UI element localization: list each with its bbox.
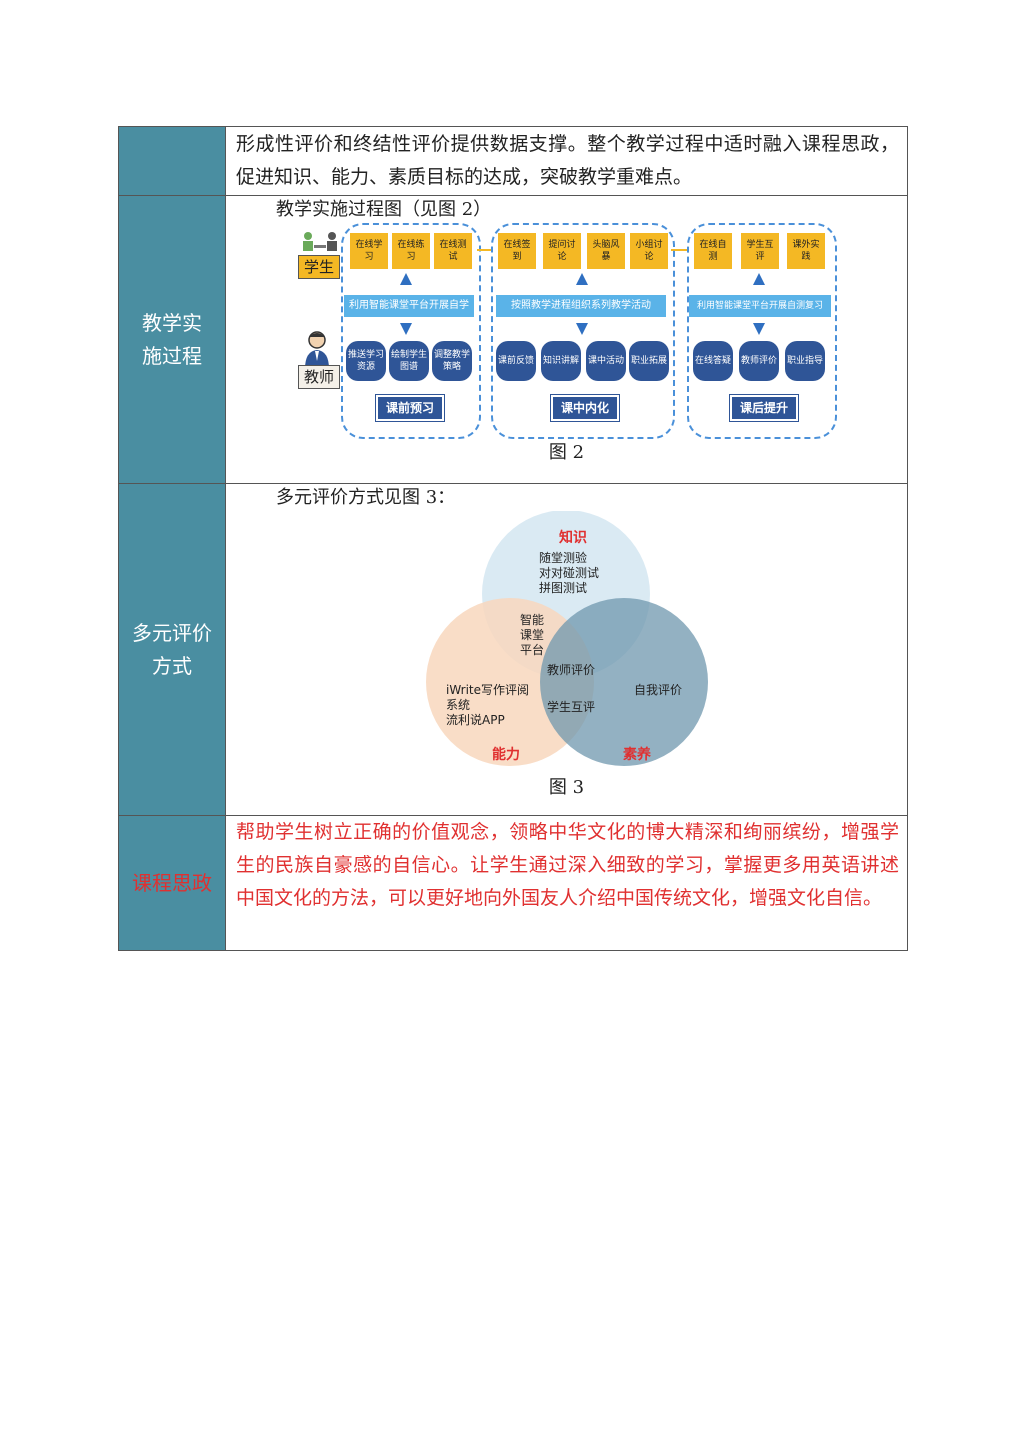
row-content: 多元评价方式见图 3： 知识 随堂测验 对对碰测试 拼图测试 智能 课堂 平台 … xyxy=(225,483,908,816)
connector-line xyxy=(477,249,491,251)
up-arrow-icon xyxy=(400,273,412,285)
knowledge-item: 拼图测试 xyxy=(539,580,587,595)
content-table: 形成性评价和终结性评价提供数据支撑。整个教学过程中适时融入课程思政，促进知识、能… xyxy=(118,126,908,951)
knowledge-item: 对对碰测试 xyxy=(539,565,599,580)
quality-circle xyxy=(540,598,708,766)
teacher-step: 调整教学策略 xyxy=(432,341,472,381)
connector-line xyxy=(671,249,687,251)
center-bottom: 学生互评 xyxy=(547,699,595,714)
row-content: 帮助学生树立正确的价值观念，领略中华文化的博大精深和绚丽缤纷，增强学生的民族自豪… xyxy=(225,815,908,951)
row-content: 教学实施过程图（见图 2） 学生 xyxy=(225,195,908,484)
venn-svg: 知识 随堂测验 对对碰测试 拼图测试 智能 课堂 平台 教师评价 自我评价 iW… xyxy=(426,510,708,766)
platform-bar: 利用智能课堂平台开展自测复习 xyxy=(689,295,831,317)
figure-intro: 多元评价方式见图 3： xyxy=(276,487,456,508)
student-step: 在线签到 xyxy=(498,233,536,269)
row-header: 教学实施过程 xyxy=(118,195,226,484)
stage-label: 课后提升 xyxy=(730,395,798,421)
paragraph-text: 帮助学生树立正确的价值观念，领略中华文化的博大精深和绚丽缤纷，增强学生的民族自豪… xyxy=(236,821,899,909)
center-top: 智能 xyxy=(520,612,544,627)
student-step: 课外实践 xyxy=(787,233,825,269)
student-step: 在线自测 xyxy=(694,233,732,269)
row-teaching-process: 教学实施过程 教学实施过程图（见图 2） 学生 xyxy=(118,195,908,484)
down-arrow-icon xyxy=(400,323,412,335)
student-step: 在线学习 xyxy=(350,233,388,269)
center-top: 课堂 xyxy=(520,628,544,642)
teacher-step: 推送学习资源 xyxy=(346,341,386,381)
up-arrow-icon xyxy=(753,273,765,285)
stage-label: 课中内化 xyxy=(551,395,619,421)
knowledge-item: 随堂测验 xyxy=(539,550,587,565)
student-step: 学生互评 xyxy=(741,233,779,269)
stage-group-2 xyxy=(491,223,675,439)
knowledge-title: 知识 xyxy=(559,529,587,546)
paragraph-text: 形成性评价和终结性评价提供数据支撑。整个教学过程中适时融入课程思政，促进知识、能… xyxy=(236,133,899,188)
student-step: 在线测试 xyxy=(434,233,472,269)
row-header-label: 多元评价方式 xyxy=(132,620,212,678)
figure-caption: 图 2 xyxy=(548,442,585,463)
figure-caption: 图 3 xyxy=(548,777,585,798)
row-header-label: 教学实施过程 xyxy=(142,310,202,368)
role-teacher: 教师 xyxy=(298,365,340,389)
stage-label: 课前预习 xyxy=(376,395,444,421)
student-step: 头脑风暴 xyxy=(587,233,625,269)
ability-item: iWrite写作评阅 xyxy=(446,683,529,697)
row-header: 课程思政 xyxy=(118,815,226,951)
center-top: 平台 xyxy=(520,642,544,657)
student-step: 在线练习 xyxy=(392,233,430,269)
quality-item: 自我评价 xyxy=(634,683,682,697)
role-student: 学生 xyxy=(298,255,340,279)
teacher-figure-icon xyxy=(302,331,332,371)
teacher-step: 职业拓展 xyxy=(629,341,669,381)
row-evaluation: 多元评价方式 多元评价方式见图 3： 知识 随堂测验 对对碰测试 拼图测试 智能… xyxy=(118,483,908,816)
stage-group-3 xyxy=(687,223,837,439)
teacher-step: 课中活动 xyxy=(586,341,626,381)
figure-intro: 教学实施过程图（见图 2） xyxy=(276,199,492,220)
row-content: 形成性评价和终结性评价提供数据支撑。整个教学过程中适时融入课程思政，促进知识、能… xyxy=(225,126,908,196)
teacher-step: 职业指导 xyxy=(785,341,825,381)
row-continuation: 形成性评价和终结性评价提供数据支撑。整个教学过程中适时融入课程思政，促进知识、能… xyxy=(118,126,908,196)
center-middle: 教师评价 xyxy=(547,662,595,677)
platform-bar: 按照教学进程组织系列教学活动 xyxy=(496,295,666,317)
venn-diagram: 知识 随堂测验 对对碰测试 拼图测试 智能 课堂 平台 教师评价 自我评价 iW… xyxy=(226,510,907,776)
ability-item: 系统 xyxy=(446,698,470,712)
process-diagram: 学生 教师 在线学习 在线练习 在线测试 利用智能课堂平台开展自学 xyxy=(226,223,907,441)
platform-bar: 利用智能课堂平台开展自学 xyxy=(344,295,474,317)
row-header-label: 课程思政 xyxy=(132,870,212,895)
teacher-step: 在线答疑 xyxy=(693,341,733,381)
teacher-step: 知识讲解 xyxy=(541,341,581,381)
teacher-step: 课前反馈 xyxy=(496,341,536,381)
row-header-empty xyxy=(118,126,226,196)
stage-group-1 xyxy=(341,223,481,439)
row-header: 多元评价方式 xyxy=(118,483,226,816)
student-figure-icon xyxy=(296,231,346,255)
student-step: 小组讨论 xyxy=(630,233,668,269)
up-arrow-icon xyxy=(576,273,588,285)
quality-title: 素养 xyxy=(623,746,652,763)
down-arrow-icon xyxy=(753,323,765,335)
row-ideology: 课程思政 帮助学生树立正确的价值观念，领略中华文化的博大精深和绚丽缤纷，增强学生… xyxy=(118,815,908,951)
teacher-step: 绘制学生图谱 xyxy=(389,341,429,381)
down-arrow-icon xyxy=(576,323,588,335)
teacher-step: 教师评价 xyxy=(739,341,779,381)
ability-title: 能力 xyxy=(492,746,520,763)
ability-item: 流利说APP xyxy=(446,712,505,727)
student-step: 提问讨论 xyxy=(543,233,581,269)
